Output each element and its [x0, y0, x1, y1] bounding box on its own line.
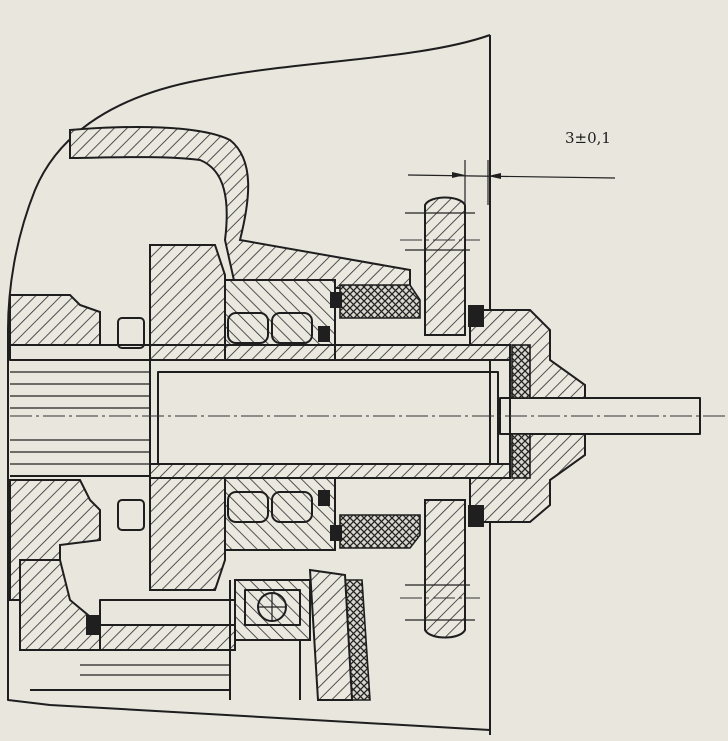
seal-upper [318, 284, 421, 342]
vertical-seal-strip [308, 568, 371, 701]
small-ball-bearing [234, 579, 311, 641]
gear-hub-upper [149, 244, 226, 346]
housing-outline [7, 34, 491, 735]
housing-lower-left [9, 479, 230, 691]
dimension-label: 3±0,1 [565, 129, 611, 147]
seal-lower [318, 490, 421, 549]
end-cover [468, 305, 586, 527]
housing-upper-wall [69, 126, 411, 292]
bearing-housing-lower [224, 477, 336, 551]
hollow-main-shaft [149, 344, 511, 479]
input-shaft-upper [9, 294, 151, 361]
bearing-housing-upper [224, 279, 336, 361]
spur-gear-lower [405, 499, 475, 639]
splined-shaft-left [10, 359, 150, 477]
lower-rods [99, 580, 301, 700]
gear-hub-lower [149, 477, 226, 591]
spur-gear-upper [405, 196, 475, 336]
clearance-dimension [407, 160, 616, 205]
